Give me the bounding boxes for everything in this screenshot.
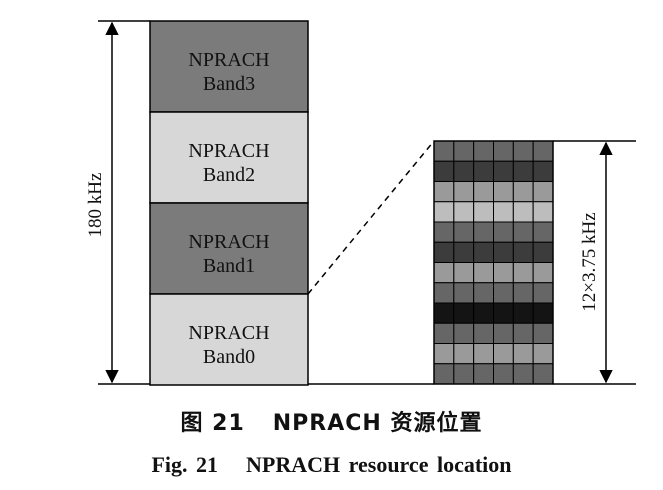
grid-cell [473, 262, 494, 284]
grid-cell [493, 363, 514, 385]
grid-cell [453, 181, 475, 203]
grid-cell [453, 160, 475, 182]
grid-cell [473, 363, 494, 385]
grid-cell [493, 262, 514, 284]
left-dimension-label: 180 kHz [85, 173, 106, 238]
grid-cell [433, 322, 455, 344]
grid-cell [512, 282, 534, 304]
grid-cell [473, 343, 494, 365]
grid-cell [532, 322, 554, 344]
grid-cell [433, 160, 455, 182]
grid-cell [493, 343, 514, 365]
grid-cell [473, 282, 494, 304]
grid-cell [433, 343, 455, 365]
caption-en-title: NPRACH resource location [246, 452, 512, 477]
grid-cell [453, 262, 475, 284]
grid-cell [512, 241, 534, 263]
grid-cell [433, 282, 455, 304]
grid-cell [453, 322, 475, 344]
grid-cell [473, 302, 494, 324]
band-label-line2: Band0 [203, 346, 255, 368]
grid-cell [453, 221, 475, 243]
grid-cell [512, 302, 534, 324]
grid-cell [433, 201, 455, 223]
grid-cell [512, 221, 534, 243]
grid-cell [433, 181, 455, 203]
grid-cell [433, 221, 455, 243]
band-box-0 [149, 20, 309, 113]
grid-cell [532, 140, 554, 162]
grid-cell [473, 140, 494, 162]
grid-cell [512, 140, 534, 162]
grid-cell [433, 262, 455, 284]
grid-cell [493, 241, 514, 263]
grid-cell [512, 262, 534, 284]
band-box-2 [149, 202, 309, 295]
grid-cell [473, 160, 494, 182]
grid-cell [453, 302, 475, 324]
grid-cell [493, 160, 514, 182]
grid-cell [532, 262, 554, 284]
grid-cell [433, 241, 455, 263]
grid-cell [453, 241, 475, 263]
grid-outline [433, 140, 554, 385]
band-stack: NPRACHBand3NPRACHBand2NPRACHBand1NPRACHB… [149, 20, 309, 386]
band-label-line2: Band1 [203, 255, 255, 277]
grid-cell [532, 363, 554, 385]
band-label-line1: NPRACH [188, 49, 269, 71]
grid-cell [532, 241, 554, 263]
grid-cell [453, 140, 475, 162]
caption-chinese: 图 21 NPRACH 资源位置 [0, 405, 663, 437]
grid-cell [473, 221, 494, 243]
grid-cell [532, 282, 554, 304]
subcarrier-grid [433, 140, 554, 385]
grid-cell [493, 140, 514, 162]
grid-cell [453, 201, 475, 223]
band-label-line1: NPRACH [188, 322, 269, 344]
caption-cn-figure: 图 21 [180, 411, 245, 436]
grid-cell [532, 343, 554, 365]
grid-cell [532, 160, 554, 182]
band-label-line2: Band3 [203, 73, 255, 95]
grid-cell [493, 201, 514, 223]
grid-cell [512, 322, 534, 344]
band-label-line2: Band2 [203, 164, 255, 186]
right-dimension-label: 12×3.75 kHz [579, 212, 600, 311]
grid-cell [532, 181, 554, 203]
band-box-1 [149, 111, 309, 204]
grid-cell [512, 363, 534, 385]
grid-cell [493, 302, 514, 324]
grid-cell [473, 201, 494, 223]
grid-cell [433, 302, 455, 324]
caption-english: Fig. 21 NPRACH resource location [0, 452, 663, 478]
grid-cell [512, 343, 534, 365]
grid-cell [512, 201, 534, 223]
grid-cell [433, 140, 455, 162]
caption-en-figure: Fig. 21 [151, 452, 219, 477]
band-box-3 [149, 293, 309, 386]
grid-cell [473, 181, 494, 203]
grid-cell [493, 322, 514, 344]
grid-cell [433, 363, 455, 385]
grid-cell [473, 322, 494, 344]
zoom-connector-top [307, 140, 435, 295]
caption-cn-title: NPRACH 资源位置 [272, 411, 483, 436]
grid-cell [493, 181, 514, 203]
grid-cell [532, 221, 554, 243]
grid-cell [493, 221, 514, 243]
grid-cell [493, 282, 514, 304]
band-label-line1: NPRACH [188, 231, 269, 253]
nprach-diagram: 180 kHz NPRACHBand3NPRACHBand2NPRACHBand… [85, 20, 636, 386]
grid-cell [512, 181, 534, 203]
band-label-line1: NPRACH [188, 140, 269, 162]
grid-cell [532, 302, 554, 324]
grid-cell [532, 201, 554, 223]
grid-cell [453, 343, 475, 365]
grid-cell [453, 282, 475, 304]
grid-cell [512, 160, 534, 182]
grid-cell [473, 241, 494, 263]
grid-cell [453, 363, 475, 385]
